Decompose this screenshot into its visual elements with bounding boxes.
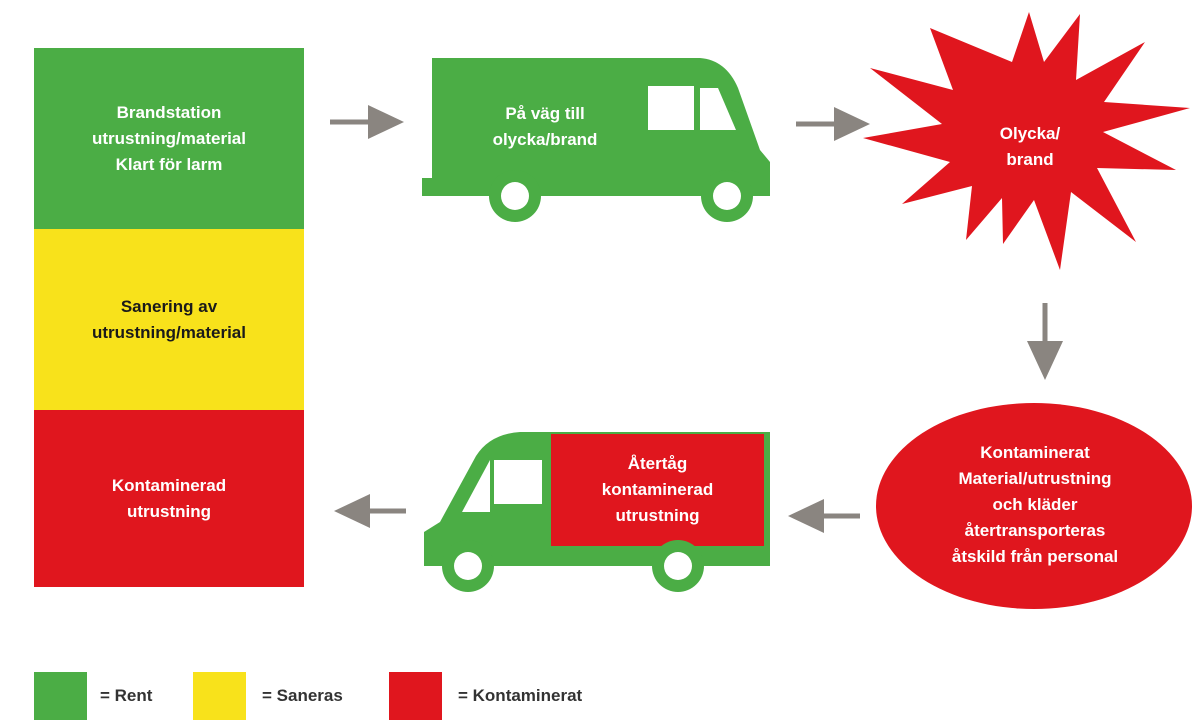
incident-label-wrap: Olycka/ brand [970, 112, 1090, 182]
legend-swatch-saneras [193, 672, 246, 720]
legend-label-rent: = Rent [100, 686, 153, 705]
legend-swatch-kontaminerat [389, 672, 442, 720]
van-outbound-label: På väg till olycka/brand [492, 104, 598, 149]
van-outbound-label-wrap: På väg till olycka/brand [470, 92, 620, 162]
van-return-label-wrap: Återtåg kontaminerad utrustning [551, 434, 764, 546]
arrow-left-2 [334, 494, 406, 528]
stack-contaminated-block: Kontaminerad utrustning [34, 410, 304, 587]
legend-label-kontaminerat: = Kontaminerat [458, 686, 583, 705]
explosion-icon [863, 12, 1190, 270]
stack-decon-block: Sanering av utrustning/material [34, 229, 304, 410]
stack-clean-block: Brandstation utrustning/material Klart f… [34, 48, 304, 229]
arrow-right-2 [796, 107, 870, 141]
arrow-left-1 [788, 499, 860, 533]
arrow-down [1027, 303, 1063, 380]
stack-decon-text: Sanering av utrustning/material [92, 296, 246, 342]
contaminated-label: Kontaminerat Material/utrustning och klä… [951, 443, 1119, 566]
stack-clean-text: Brandstation utrustning/material Klart f… [92, 102, 246, 174]
van-outbound-icon [422, 58, 770, 222]
van-return-icon [424, 432, 770, 592]
incident-label: Olycka/ brand [999, 124, 1061, 169]
legend-label-saneras: = Saneras [262, 686, 343, 705]
stack-contaminated-text: Kontaminerad utrustning [111, 475, 227, 521]
legend-swatch-rent [34, 672, 87, 720]
van-return-label: Återtåg kontaminerad utrustning [601, 454, 714, 525]
arrow-right-1 [330, 105, 404, 139]
contaminated-ellipse [876, 403, 1192, 609]
contaminated-label-wrap: Kontaminerat Material/utrustning och klä… [890, 425, 1180, 585]
